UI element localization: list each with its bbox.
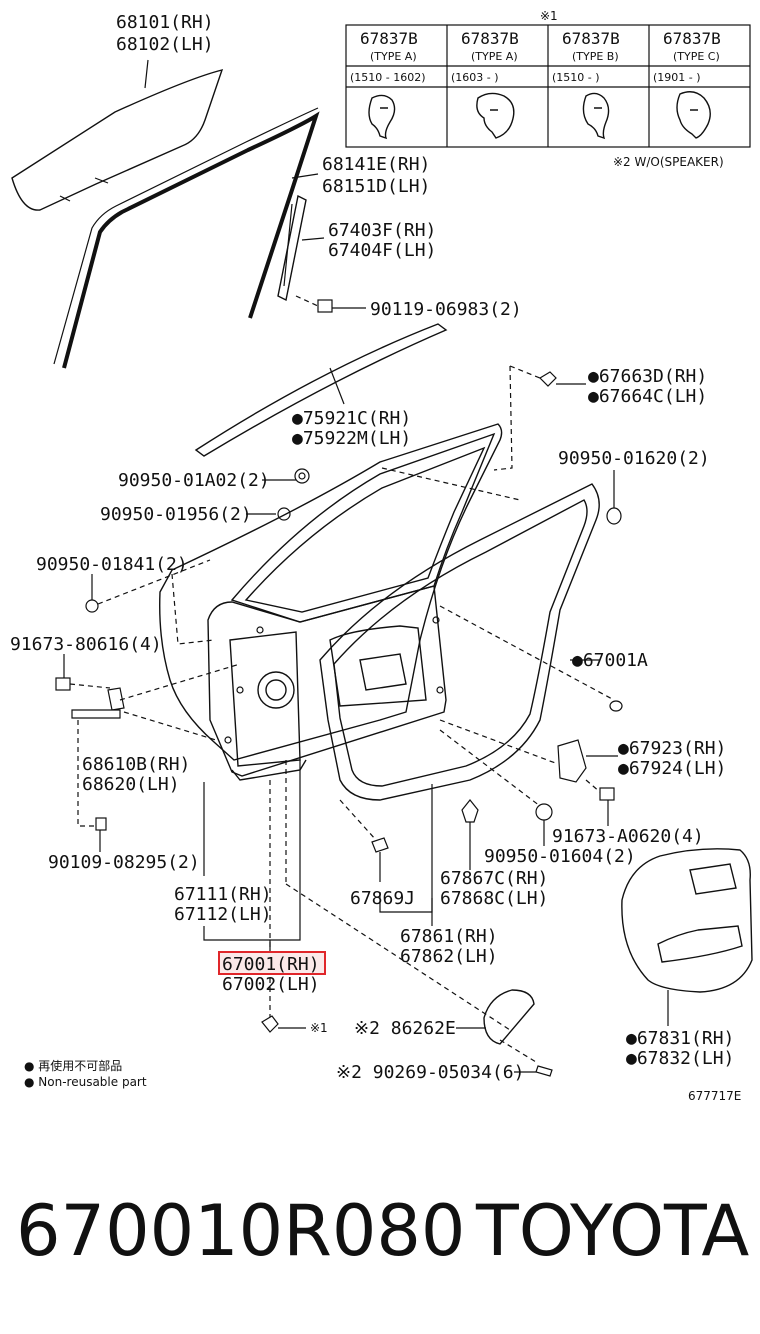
- table-note-bottom: ※2 W/O(SPEAKER): [613, 155, 724, 169]
- legend-english: ● Non-reusable part: [24, 1075, 147, 1089]
- table-part: 67837B: [461, 29, 519, 48]
- plug-90950-01a02: 90950-01A02(2): [118, 468, 310, 491]
- plug-90950-01604: 90950-01604(2): [439, 729, 636, 867]
- label-glass-lh: 68102(LH): [116, 34, 214, 55]
- hinge-assembly: 91673-80616(4) 68610B(RH) 68620(LH) 9010…: [10, 634, 241, 873]
- door-check: ●67923(RH) ●67924(LH) 91673-A0620(4): [439, 719, 726, 847]
- label-bolt4: 91673-A0620(4): [552, 826, 704, 847]
- label-clip-top-rh: ●67663D(RH): [588, 366, 707, 387]
- label-screw: ※2 90269-05034(6): [336, 1062, 524, 1083]
- label-molding-lh: ●75922M(LH): [292, 428, 411, 449]
- label-seal-rh: 67867C(RH): [440, 868, 548, 889]
- label-cover-rh: ●67831(RH): [626, 1028, 734, 1049]
- table-range: (1603 - ): [451, 71, 499, 84]
- footer: 670010R080 TOYOTA: [0, 1180, 760, 1290]
- label-clip: 67869J: [350, 888, 415, 909]
- label-plug3: 90950-01841(2): [36, 554, 188, 575]
- door-glass: 68101(RH) 68102(LH): [11, 12, 224, 211]
- speaker: ※2 86262E ※2 90269-05034(6): [336, 989, 553, 1083]
- glass-run: 68141E(RH) 68151D(LH): [53, 107, 430, 369]
- label-molding-rh: ●75921C(RH): [292, 408, 411, 429]
- label-bolt1: 90119-06983(2): [370, 299, 522, 320]
- table-col-2: 67837B (TYPE A) (1603 - ): [451, 29, 519, 84]
- table-col-1: 67837B (TYPE A) (1510 - 1602): [350, 29, 426, 84]
- label-clip-top-lh: ●67664C(LH): [588, 386, 707, 407]
- weatherstrip: ●67001A: [319, 483, 648, 801]
- legend: ● 再使用不可部品 ● Non-reusable part 677717E: [24, 1058, 741, 1103]
- table-type: (TYPE A): [471, 50, 518, 63]
- label-panel-lh: 67112(LH): [174, 904, 272, 925]
- part-number: 670010R080: [16, 1190, 466, 1272]
- table-type: (TYPE B): [572, 50, 619, 63]
- diagram-id: 677717E: [688, 1089, 741, 1103]
- label-channel-lh: 67404F(LH): [328, 240, 436, 261]
- brand-name: TOYOTA: [476, 1190, 750, 1272]
- table-range: (1510 - ): [552, 71, 600, 84]
- label-channel-rh: 67403F(RH): [328, 220, 436, 241]
- table-type: (TYPE C): [673, 50, 720, 63]
- label-ref1: ※1: [310, 1021, 328, 1035]
- label-check-rh: ●67923(RH): [618, 738, 726, 759]
- clip-type-b-icon: [582, 92, 610, 140]
- door-assembly-label: 67001(RH) 67002(LH): [218, 951, 326, 995]
- label-ws-rh: 67861(RH): [400, 926, 498, 947]
- ref-clip: ※1: [261, 1015, 328, 1035]
- label-hinge-lh: 68620(LH): [82, 774, 180, 795]
- plug-90950-01620: 90950-01620(2): [558, 448, 710, 525]
- plug-90950-01956: 90950-01956(2): [100, 504, 291, 525]
- label-plug1: 90950-01A02(2): [118, 470, 270, 491]
- table-part: 67837B: [562, 29, 620, 48]
- table-part: 67837B: [663, 29, 721, 48]
- door-panel: 67111(RH) 67112(LH): [174, 760, 511, 1031]
- clip-variant-table: ※1 67837B (TYPE A) (1510 - 1602) 67837B …: [345, 9, 751, 169]
- belt-molding: ●75921C(RH) ●75922M(LH): [194, 323, 448, 457]
- table-note-top: ※1: [540, 9, 558, 23]
- table-col-3: 67837B (TYPE B) (1510 - ): [552, 29, 620, 84]
- clip-67663: ●67663D(RH) ●67664C(LH): [493, 365, 707, 471]
- label-bolt3: 90109-08295(2): [48, 852, 200, 873]
- label-door-lh: 67002(LH): [222, 974, 320, 995]
- service-cover: ●67831(RH) ●67832(LH): [621, 848, 753, 1069]
- table-part: 67837B: [360, 29, 418, 48]
- label-panel-rh: 67111(RH): [174, 884, 272, 905]
- label-door-rh: 67001(RH): [222, 954, 320, 975]
- legend-japanese: ● 再使用不可部品: [24, 1058, 122, 1073]
- label-weather: ●67001A: [572, 650, 648, 671]
- table-col-4: 67837B (TYPE C) (1901 - ): [653, 29, 721, 84]
- label-plug5: 90950-01604(2): [484, 846, 636, 867]
- label-bolt2: 91673-80616(4): [10, 634, 162, 655]
- table-range: (1510 - 1602): [350, 71, 426, 84]
- label-ws-lh: 67862(LH): [400, 946, 498, 967]
- label-run-lh: 68151D(LH): [322, 176, 430, 197]
- door-seal: 67867C(RH) 67868C(LH) 67869J: [339, 784, 548, 926]
- clip-type-a-icon: [368, 94, 396, 140]
- table-type: (TYPE A): [370, 50, 417, 63]
- plug-90950-01841: 90950-01841(2): [36, 554, 211, 613]
- clip-type-a-icon: [476, 92, 515, 139]
- clip-type-c-icon: [676, 91, 711, 139]
- inner-weatherstrip: 67861(RH) 67862(LH): [400, 926, 498, 967]
- label-run-rh: 68141E(RH): [322, 154, 430, 175]
- label-speaker: ※2 86262E: [354, 1018, 456, 1039]
- label-check-lh: ●67924(LH): [618, 758, 726, 779]
- label-seal-lh: 67868C(LH): [440, 888, 548, 909]
- table-range: (1901 - ): [653, 71, 701, 84]
- label-plug4: 90950-01620(2): [558, 448, 710, 469]
- parts-diagram: ※1 67837B (TYPE A) (1510 - 1602) 67837B …: [10, 9, 753, 1103]
- label-plug2: 90950-01956(2): [100, 504, 252, 525]
- label-glass-rh: 68101(RH): [116, 12, 214, 33]
- rear-channel: 67403F(RH) 67404F(LH): [277, 194, 436, 302]
- label-hinge-rh: 68610B(RH): [82, 754, 190, 775]
- label-cover-lh: ●67832(LH): [626, 1048, 734, 1069]
- bolt-90119: 90119-06983(2): [295, 295, 522, 320]
